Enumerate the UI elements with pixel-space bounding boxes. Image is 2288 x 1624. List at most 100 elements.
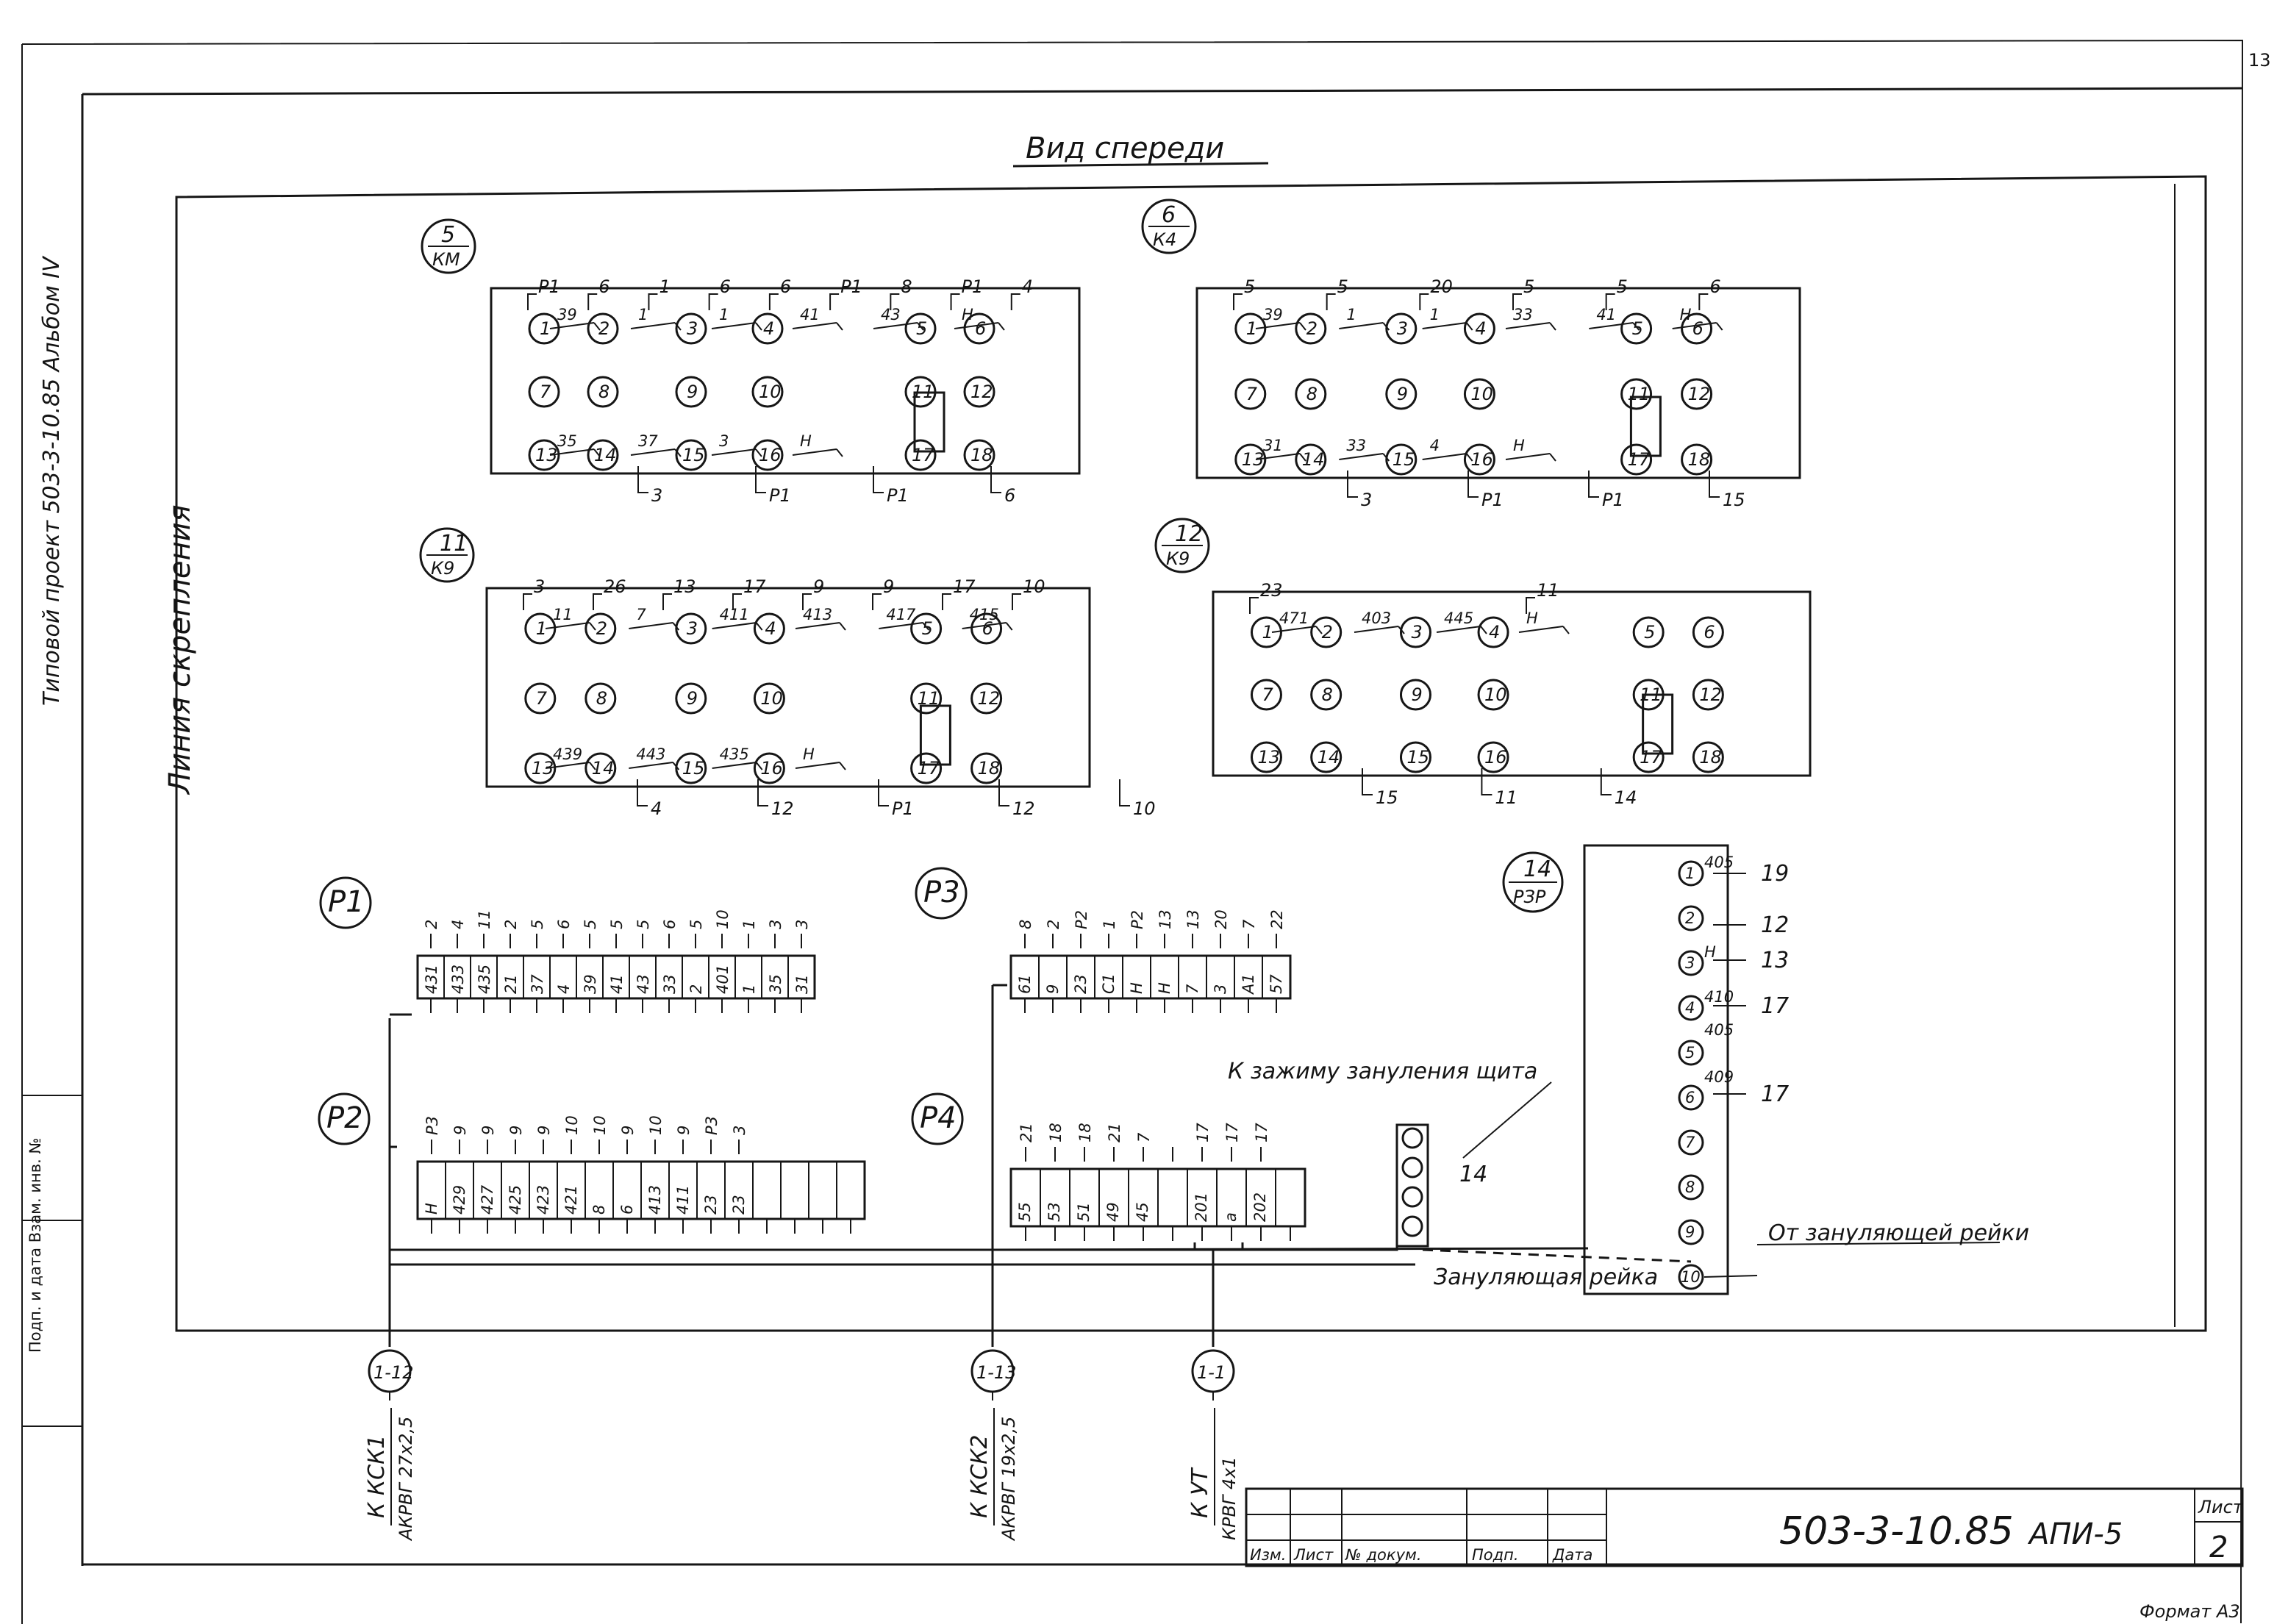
relay-panel-frame (485, 587, 1091, 788)
contact-link-label: Н (803, 745, 815, 763)
connector-badge-circle (1502, 851, 1564, 913)
relay-terminal-number: 6 (975, 318, 986, 339)
relay-terminal-circle (970, 682, 1003, 715)
relay-badge-id: 6 (1162, 202, 1176, 228)
cable-destination: К КСК1 (364, 1435, 390, 1518)
relay-terminal-circle (963, 312, 995, 345)
wire-tag-leader (990, 466, 1001, 493)
terminal-wire-number: 9 (451, 1126, 469, 1135)
relay-terminal-circle (1692, 741, 1724, 773)
relay-terminal-number: 7 (1262, 684, 1273, 705)
wire-tag-bottom: 15 (1723, 490, 1745, 510)
connector-badge-id: 14 (1523, 856, 1551, 882)
relay-terminal-circle (970, 752, 1003, 784)
relay-coil (1629, 396, 1662, 457)
relay-terminal-circle (587, 439, 619, 471)
terminal-wire-number: 13 (1184, 909, 1202, 929)
terminal-marking: 433 (449, 965, 467, 994)
view-title: Вид спереди (1026, 132, 1224, 165)
relay-terminal-number: 7 (536, 688, 548, 709)
relay-terminal-circle (1295, 443, 1327, 476)
relay-terminal-circle (528, 439, 560, 471)
relay-terminal-circle (1385, 443, 1418, 476)
wire-tag-leader (637, 779, 648, 806)
relay-terminal-number: 10 (1484, 684, 1507, 705)
wire-tag-top: 5 (1523, 276, 1534, 297)
relay-terminal-number: 4 (763, 318, 774, 339)
relay-panel-frame (1195, 287, 1801, 479)
relay-terminal-circle (1234, 443, 1267, 476)
contact-link-label: 33 (1513, 306, 1533, 323)
relay-terminal-circle (1250, 741, 1282, 773)
title-block-header: Изм. (1250, 1546, 1286, 1564)
contact-link-label: 35 (557, 432, 577, 450)
wire-tag-bottom: 14 (1615, 787, 1637, 808)
terminal-marking: А1 (1240, 973, 1257, 995)
contact-link (630, 448, 682, 457)
wire-tag-leader (1698, 293, 1709, 310)
relay-badge-type: К9 (431, 558, 454, 579)
relay-terminal-number: 3 (687, 318, 698, 339)
ground-bar-screw (1401, 1156, 1423, 1178)
contact-link (792, 448, 843, 457)
terminal-wire-number: 10 (563, 1115, 581, 1135)
terminal-marking: 431 (423, 965, 440, 994)
terminal-block-id: Р1 (328, 885, 365, 919)
relay-terminal-circle (524, 752, 557, 784)
relay-badge-circle (421, 218, 476, 274)
cable-destination: К КСК2 (967, 1435, 993, 1518)
relay-terminal-circle (753, 752, 785, 784)
relay-terminal-circle (528, 312, 560, 345)
terminal-wire-number: 3 (767, 920, 784, 929)
relay-terminal-circle (970, 612, 1003, 645)
relay-terminal-circle (1620, 443, 1653, 476)
relay-terminal-circle (1234, 378, 1267, 410)
relay-terminal-circle (751, 312, 784, 345)
terminal-marking: 411 (674, 1185, 692, 1215)
terminal-block-badge (911, 1092, 964, 1145)
relay-badge-type: КМ (432, 249, 460, 270)
relay-terminal-number: 1 (1262, 622, 1273, 643)
wire-tag-top: 4 (1022, 276, 1033, 297)
wire-tag-leader (1012, 593, 1021, 610)
contact-link (711, 322, 762, 331)
contact-link-label: 403 (1362, 609, 1391, 627)
relay-terminal-circle (1681, 443, 1713, 476)
wire-tag-top: 6 (1709, 276, 1720, 297)
contact-link-label: Н (800, 432, 812, 450)
note-to-clamp-leader (1462, 1081, 1552, 1159)
contact-link (1518, 626, 1570, 634)
relay-terminal-number: 13 (1257, 747, 1280, 768)
note-from-bar-underline (1756, 1242, 2001, 1245)
contact-link-label: 415 (970, 606, 999, 623)
document-code: 503-3-10.85 (1779, 1509, 2014, 1553)
relay-terminal-circle (1250, 679, 1282, 711)
relay-terminal-circle (1477, 616, 1509, 648)
wire-tag-top: 17 (953, 576, 976, 597)
terminal-marking: а (1222, 1212, 1240, 1222)
wire-tag-leader (1233, 293, 1243, 310)
relay-terminal-circle (1620, 378, 1653, 410)
relay-terminal-number: 14 (1318, 747, 1340, 768)
relay-coil (919, 704, 951, 766)
connector-terminal-circle (1678, 1219, 1704, 1245)
wire-tag-leader (732, 593, 742, 610)
contact-link (549, 322, 601, 331)
contact-link (1436, 626, 1487, 634)
terminal-wire-number: 18 (1047, 1123, 1065, 1142)
cable-specification: КРВГ 4х1 (1219, 1456, 1240, 1540)
terminal-block-id: Р3 (923, 876, 960, 909)
relay-terminal-number: 2 (1306, 318, 1318, 339)
terminal-wire-number: 9 (507, 1126, 525, 1135)
relay-terminal-circle (675, 752, 707, 784)
relay-terminal-number: 16 (760, 758, 783, 779)
terminal-marking: 33 (661, 974, 679, 994)
contact-link-label: Н (1526, 609, 1538, 627)
title-block-header: № докум. (1345, 1546, 1422, 1564)
relay-terminal-circle (675, 682, 707, 715)
terminal-wire-number: 7 (1135, 1132, 1153, 1142)
